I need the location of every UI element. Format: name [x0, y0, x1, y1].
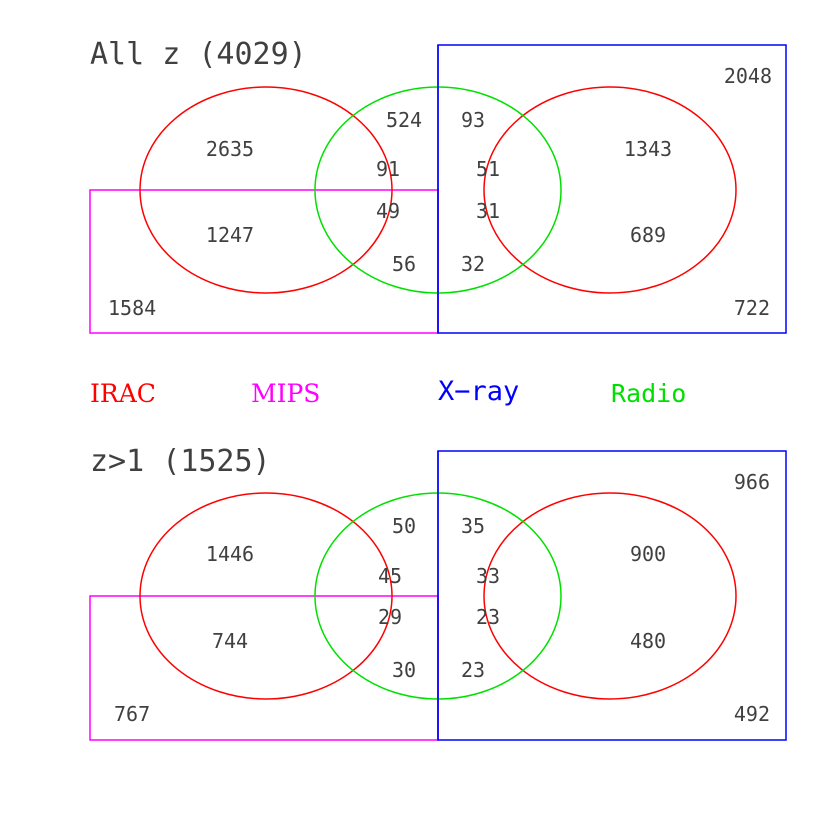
- count-mips-xray: 492: [734, 702, 770, 726]
- panel-z-gt-1: z>1 (1525) 966 767 492 1446 744 900 480 …: [89, 444, 787, 741]
- count-irac-radio-xray: 35: [461, 514, 485, 538]
- count-radio-only: 45: [378, 564, 402, 588]
- count-irac-radio-mips-xray: 32: [461, 252, 485, 276]
- legend: IRAC MIPS X−ray Radio: [90, 376, 686, 408]
- count-irac-mips: 744: [212, 629, 248, 653]
- count-irac-mips-xray: 689: [630, 223, 666, 247]
- count-irac-radio-mips: 30: [392, 658, 416, 682]
- irac-left-ellipse: [139, 86, 393, 294]
- count-radio-only: 91: [376, 157, 400, 181]
- legend-xray: X−ray: [438, 376, 519, 407]
- irac-right-ellipse: [483, 492, 737, 700]
- count-mips-only: 1584: [108, 296, 156, 320]
- count-irac-radio-xray: 93: [461, 108, 485, 132]
- count-radio-mips: 29: [378, 605, 402, 629]
- count-irac-xray: 900: [630, 542, 666, 566]
- xray-region-rect: [437, 450, 787, 741]
- count-radio-mips-xray: 31: [476, 199, 500, 223]
- count-irac-only: 1446: [206, 542, 254, 566]
- count-irac-only: 2635: [206, 137, 254, 161]
- count-mips-only: 767: [114, 702, 150, 726]
- legend-mips: MIPS: [251, 379, 320, 408]
- irac-left-ellipse: [139, 492, 393, 700]
- count-radio-mips: 49: [376, 199, 400, 223]
- count-radio-xray: 33: [476, 564, 500, 588]
- count-irac-mips-xray: 480: [630, 629, 666, 653]
- count-irac-radio: 50: [392, 514, 416, 538]
- count-irac-radio-mips: 56: [392, 252, 416, 276]
- irac-right-ellipse: [483, 86, 737, 294]
- count-xray-only: 2048: [724, 64, 772, 88]
- xray-region-rect: [437, 44, 787, 334]
- legend-radio: Radio: [611, 379, 686, 408]
- count-xray-only: 966: [734, 470, 770, 494]
- count-mips-xray: 722: [734, 296, 770, 320]
- count-irac-mips: 1247: [206, 223, 254, 247]
- count-radio-xray: 51: [476, 157, 500, 181]
- count-radio-mips-xray: 23: [476, 605, 500, 629]
- count-irac-xray: 1343: [624, 137, 672, 161]
- count-irac-radio-mips-xray: 23: [461, 658, 485, 682]
- count-irac-radio: 524: [386, 108, 422, 132]
- panel-all-z: All z (4029) 2048 1584 722 2635 1247 134…: [89, 37, 787, 334]
- panel-title: z>1 (1525): [90, 444, 271, 479]
- panel-title: All z (4029): [90, 37, 307, 72]
- legend-irac: IRAC: [90, 379, 156, 408]
